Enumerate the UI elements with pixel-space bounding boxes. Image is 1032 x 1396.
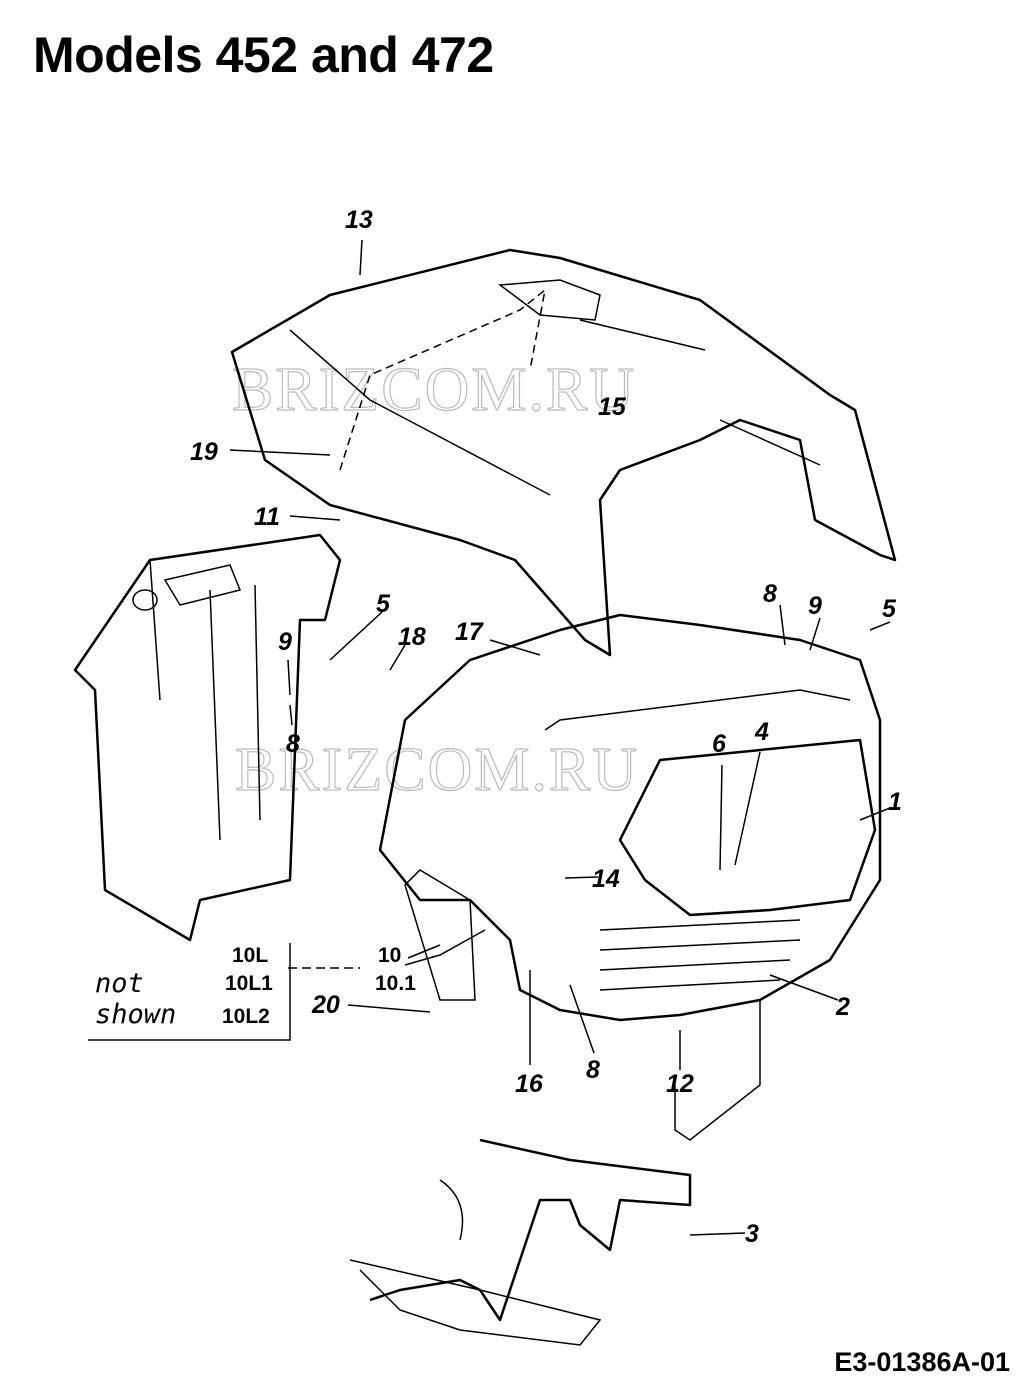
callout-8: 8	[763, 580, 777, 608]
callout-14: 14	[592, 865, 620, 893]
callout-11: 11	[254, 503, 280, 531]
watermark: BRIZCOM.RU	[235, 736, 639, 804]
callout-9: 9	[278, 628, 292, 656]
callout-15: 15	[598, 393, 627, 421]
callout-19: 19	[190, 438, 218, 466]
callout-17: 17	[455, 618, 484, 646]
callout-9: 9	[808, 592, 822, 620]
frame-bracket	[349, 1000, 761, 1346]
callout-18: 18	[398, 623, 426, 651]
callout-13: 13	[345, 206, 373, 234]
not-shown-label: not	[95, 968, 144, 999]
callout-8: 8	[586, 1056, 600, 1084]
dash-panel	[73, 533, 342, 942]
hood-part-13	[230, 248, 897, 657]
callout-5: 5	[376, 590, 391, 618]
callout-3: 3	[745, 1220, 759, 1248]
page-title: Models 452 and 472	[33, 27, 494, 83]
callout-6: 6	[712, 730, 727, 758]
callout-8: 8	[286, 730, 300, 758]
not-shown-label: shown	[95, 999, 176, 1030]
not-shown-part-10L: 10L	[232, 944, 268, 967]
callout-4: 4	[754, 718, 769, 746]
callout-10: 10	[378, 944, 401, 967]
callout-5: 5	[882, 595, 897, 623]
diagram-code: E3-01386A-01	[834, 1347, 1010, 1377]
callout-12: 12	[666, 1070, 694, 1098]
leader-lines	[88, 239, 891, 1236]
callout-2: 2	[835, 993, 850, 1021]
callout-1: 1	[888, 788, 902, 816]
callout-16: 16	[515, 1070, 544, 1098]
callout-20: 20	[311, 991, 340, 1019]
not-shown-part-10L2: 10L2	[222, 1005, 270, 1028]
watermark: BRIZCOM.RU	[232, 356, 636, 424]
callout-10-1: 10.1	[375, 972, 416, 995]
grille-nose	[378, 613, 882, 1022]
not-shown-part-10L1: 10L1	[225, 972, 273, 995]
